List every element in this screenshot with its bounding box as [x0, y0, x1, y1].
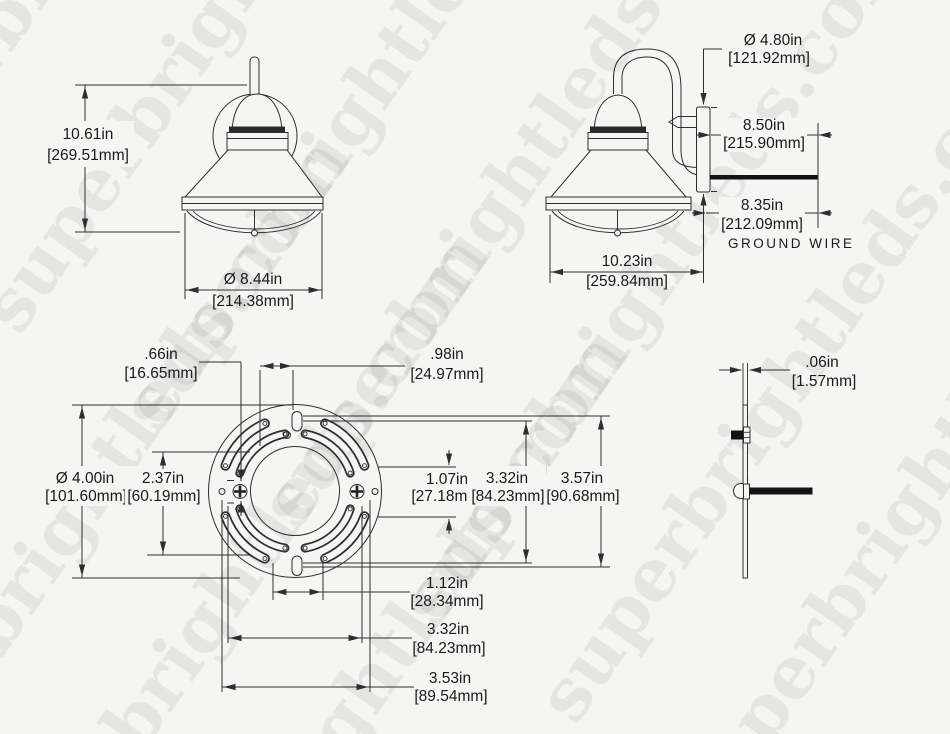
dim-slot-span-v-in: 3.32in [486, 470, 528, 487]
dim-center-offset-mm: [27.18mm] [411, 488, 484, 505]
dim-center-offset: 1.07in [27.18mm] [378, 450, 485, 534]
dim-backplate-mm: [121.92mm] [728, 50, 810, 67]
neck-band [229, 126, 285, 133]
mounting-stud [733, 483, 813, 500]
left-side-hole [218, 488, 226, 495]
dim-wire-upper-in: 8.50in [743, 117, 785, 134]
dim-side-hole-span-mm: [89.54mm] [414, 688, 487, 705]
top-oval-slot [291, 411, 303, 432]
dim-outer-span-v-in: 3.57in [561, 470, 603, 487]
dim-slot-pitch-mm: [24.97mm] [410, 366, 483, 383]
dim-wire-lower-mm: [212.09mm] [721, 216, 803, 233]
bell-cap [231, 93, 283, 132]
top-small-hole [283, 431, 291, 439]
dim-plate-diameter: Ø 4.00in [101.60mm] [36, 404, 292, 579]
dim-front-height-in: 10.61in [63, 126, 114, 143]
dim-wire-upper: 8.50in [215.90mm] [697, 117, 832, 228]
dim-depth-in: 10.23in [602, 253, 653, 270]
dim-slot-pitch-in: .98in [430, 346, 464, 363]
front-view: 10.61in [269.51mm] Ø 8.44in [214.38mm] [42, 56, 324, 310]
mounting-plate-view: .66in [16.65mm] .98in [24.97mm] Ø 4.00in… [36, 346, 623, 705]
dim-thickness-mm: [1.57mm] [792, 373, 857, 390]
dim-depth: 10.23in [259.84mm] [549, 215, 704, 290]
dim-wire-lower-in: 8.35in [741, 197, 783, 214]
dim-inner-span: 2.37in [60.19mm] [125, 451, 250, 556]
ground-wire [710, 175, 818, 180]
finial-knob [251, 229, 258, 237]
plate-edge-view: .06in [1.57mm] [719, 354, 856, 579]
dim-slot-span-h-mm: [84.23mm] [412, 640, 485, 657]
dim-slot-offset: .66in [16.65mm] [124, 346, 245, 516]
bottom-oval-slot [291, 555, 303, 576]
dim-lower-slot-span: 1.12in [28.34mm] [272, 563, 484, 610]
dim-lower-slot-span-in: 1.12in [426, 575, 468, 592]
dim-outer-span-v: 3.57in [90.68mm] [303, 415, 623, 568]
dim-plate-diameter-in: Ø 4.00in [56, 470, 115, 487]
dim-center-offset-in: 1.07in [426, 471, 468, 488]
arm-bracket [668, 116, 696, 128]
dim-thickness-in: .06in [805, 354, 839, 371]
dim-thickness: .06in [1.57mm] [719, 354, 856, 390]
dim-outer-span-v-mm: [90.68mm] [546, 488, 619, 505]
plate-outer-circle [208, 404, 382, 578]
dim-front-diameter: Ø 8.44in [214.38mm] [184, 213, 323, 310]
wall-plate-edge [696, 106, 711, 193]
dim-inner-span-mm: [60.19mm] [127, 488, 200, 505]
dim-slot-offset-in: .66in [144, 346, 178, 363]
side-view: Ø 4.80in [121.92mm] 8.50in [215.90mm] 8.… [545, 32, 855, 290]
dim-depth-mm: [259.84mm] [586, 273, 668, 290]
right-side-hole [371, 488, 379, 495]
collar [226, 132, 289, 151]
dim-front-height: 10.61in [269.51mm] [42, 84, 247, 233]
dim-backplate-in: Ø 4.80in [744, 32, 803, 49]
dim-front-diameter-mm: [214.38mm] [212, 293, 294, 310]
dim-slot-offset-mm: [16.65mm] [124, 365, 197, 382]
dim-slot-span-v-mm: [84.23mm] [471, 488, 544, 505]
dim-inner-span-in: 2.37in [142, 470, 184, 487]
dim-slot-span-v: 3.32in [84.23mm] [303, 420, 546, 564]
dim-slot-span-h-in: 3.32in [427, 621, 469, 638]
dim-front-diameter-in: Ø 8.44in [224, 271, 283, 288]
ground-wire-label: GROUND WIRE [728, 236, 855, 251]
plate-center-hole [250, 446, 340, 536]
dim-lower-slot-span-mm: [28.34mm] [410, 593, 483, 610]
dim-backplate-diameter: Ø 4.80in [121.92mm] [700, 32, 810, 283]
left-screw [232, 484, 248, 499]
dim-slot-pitch: .98in [24.97mm] [259, 346, 484, 446]
dim-plate-diameter-mm: [101.60mm] [45, 488, 127, 505]
right-screw [349, 484, 365, 499]
dim-wire-lower: 8.35in [212.09mm] GROUND WIRE [692, 197, 855, 251]
dim-side-hole-span: 3.53in [89.54mm] [221, 500, 488, 705]
bell-cap-side [593, 94, 643, 132]
side-screw [731, 426, 751, 444]
dim-wire-upper-mm: [215.90mm] [723, 135, 805, 152]
stem [249, 56, 260, 98]
dim-slot-span-h: 3.32in [84.23mm] [227, 506, 486, 657]
dim-side-hole-span-in: 3.53in [429, 670, 471, 687]
dim-front-height-mm: [269.51mm] [47, 147, 129, 164]
